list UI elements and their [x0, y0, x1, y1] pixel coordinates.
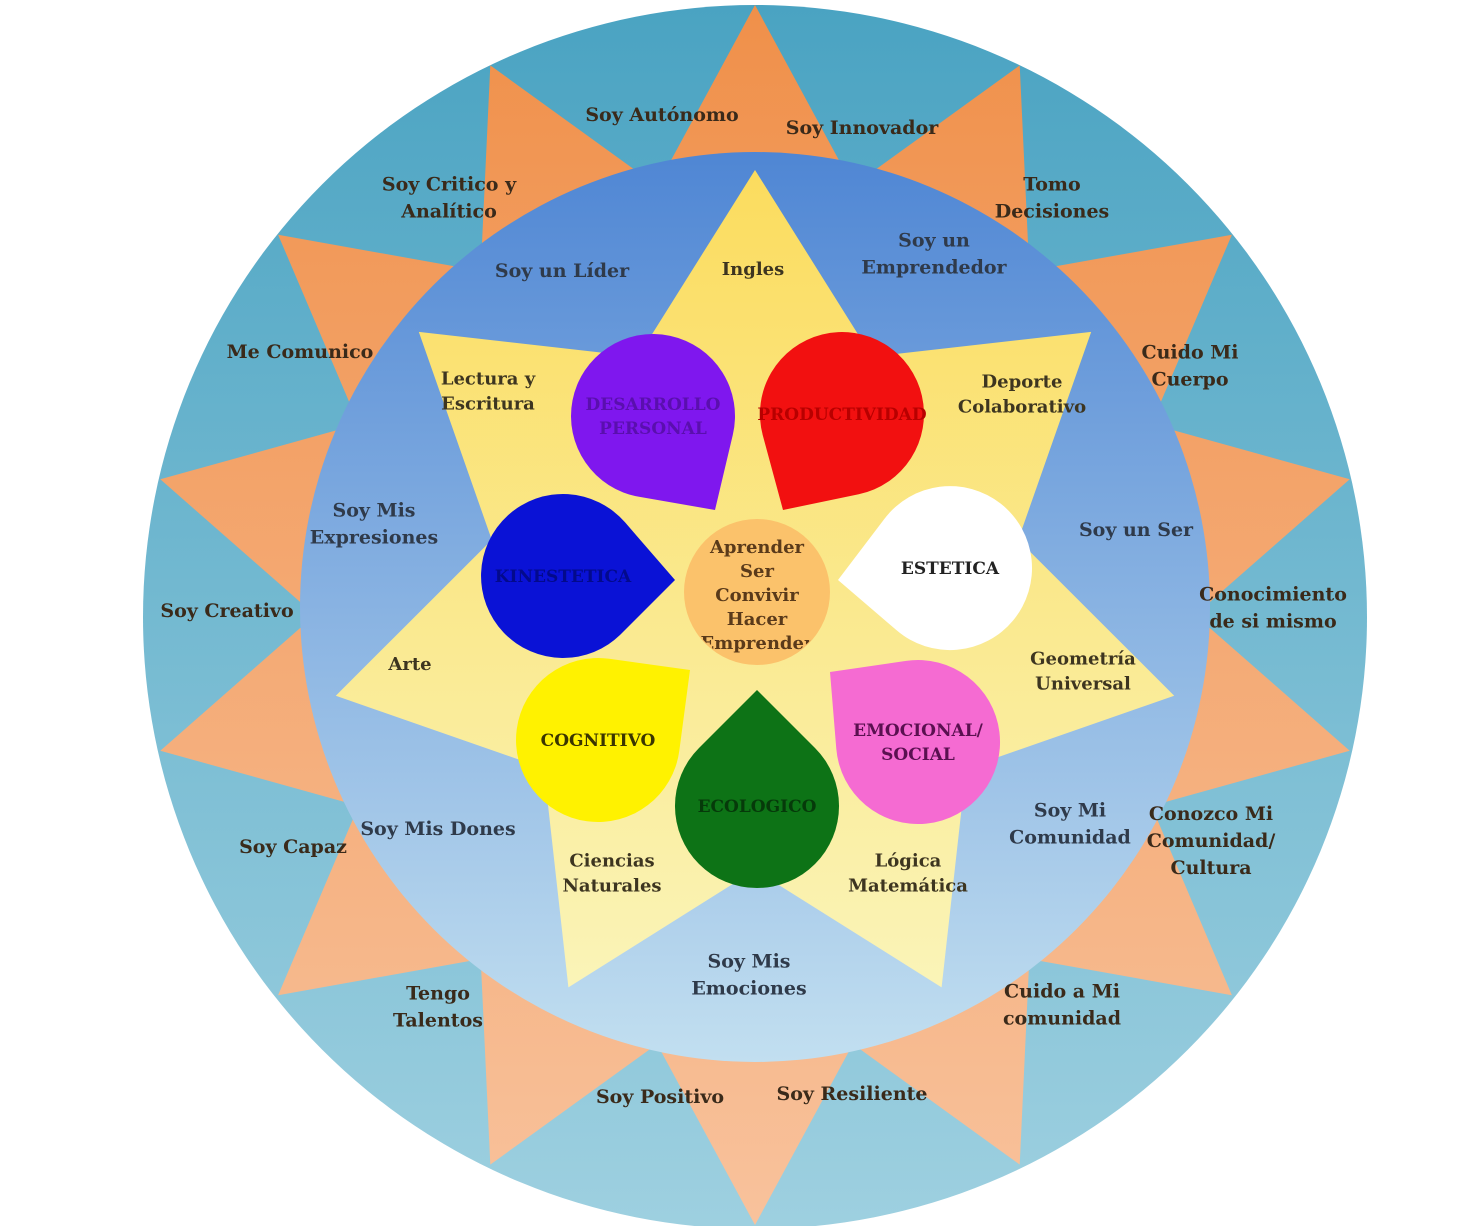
center-label: Ser — [740, 561, 774, 582]
center-label: Emprender — [701, 633, 814, 654]
petal-cognitivo — [516, 658, 690, 823]
petal-ecologico — [674, 690, 840, 889]
outer-label: Soy Capaz — [239, 836, 347, 858]
petal-label: EMOCIONAL/SOCIAL — [853, 721, 984, 765]
outer-label: Me Comunico — [227, 341, 374, 363]
middle-label: Soy Mis Dones — [360, 818, 515, 840]
outer-label: Soy Positivo — [596, 1086, 724, 1108]
center-label: Hacer — [727, 609, 788, 630]
petal-label: KINESTETICA — [495, 567, 632, 587]
outer-label: Soy Creativo — [160, 600, 293, 622]
center-label: Aprender — [709, 537, 805, 558]
middle-label: Soy un Ser — [1079, 519, 1194, 541]
subject-label: Arte — [387, 654, 431, 675]
petal-label: ECOLOGICO — [698, 797, 817, 817]
petal-kinestetica — [481, 494, 675, 659]
petal-label: PRODUCTIVIDAD — [757, 405, 926, 425]
middle-label: Soy un Líder — [495, 260, 630, 282]
petal-label: COGNITIVO — [541, 731, 656, 751]
subject-label: Ingles — [722, 259, 785, 280]
petal-productividad — [759, 332, 924, 510]
outer-label: Soy Autónomo — [585, 104, 738, 126]
outer-label: Soy Resiliente — [776, 1083, 927, 1105]
petal-label: ESTETICA — [901, 559, 1000, 579]
outer-label: Soy Innovador — [786, 117, 940, 139]
center-label: Convivir — [715, 585, 799, 606]
petal-estetica — [838, 486, 1033, 651]
petal-desarrollo — [571, 334, 736, 510]
petal-emocional — [830, 660, 1001, 825]
center-circle — [684, 519, 830, 665]
